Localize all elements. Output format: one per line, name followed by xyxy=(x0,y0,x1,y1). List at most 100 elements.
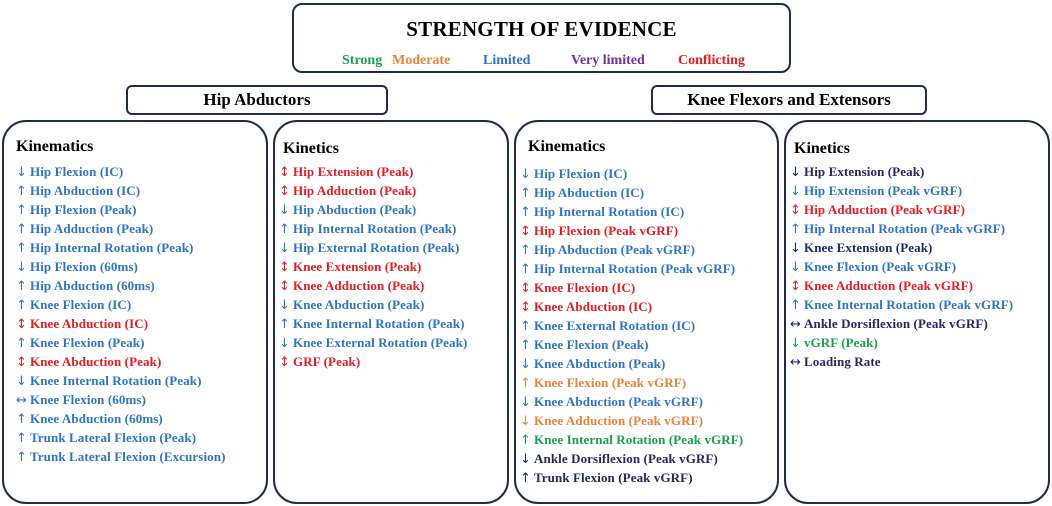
finding-item: ↓Hip Extension (Peak) xyxy=(790,162,1048,181)
finding-text: Knee Flexion (Peak vGRF) xyxy=(804,259,957,274)
finding-text: Knee Flexion (Peak) xyxy=(534,337,649,352)
direction-arrow: ↑ xyxy=(16,279,27,294)
knee-kinetics-panel: Kinetics ↓Hip Extension (Peak)↓Hip Exten… xyxy=(784,120,1050,504)
finding-item: ↑Hip Internal Rotation (Peak vGRF) xyxy=(790,219,1048,238)
finding-item: ↑Hip Abduction (Peak vGRF) xyxy=(520,240,777,259)
direction-arrow: ↔ xyxy=(790,317,801,332)
direction-arrow: ↕ xyxy=(520,300,531,315)
finding-text: Knee External Rotation (IC) xyxy=(534,318,696,333)
finding-item: ↓Hip Flexion (IC) xyxy=(16,162,266,181)
finding-item: ↑Hip Internal Rotation (IC) xyxy=(520,202,777,221)
direction-arrow: ↓ xyxy=(520,167,531,182)
finding-item: ↑Hip Internal Rotation (Peak) xyxy=(16,238,266,257)
direction-arrow: ↓ xyxy=(279,203,290,218)
finding-text: Hip Internal Rotation (Peak) xyxy=(293,221,457,236)
direction-arrow: ↕ xyxy=(279,355,290,370)
direction-arrow: ↑ xyxy=(520,243,531,258)
finding-list: ↓Hip Flexion (IC)↑Hip Abduction (IC)↑Hip… xyxy=(16,162,266,466)
finding-text: Knee Abduction (Peak) xyxy=(293,297,425,312)
direction-arrow: ↕ xyxy=(790,279,801,294)
finding-text: Ankle Dorsiflexion (Peak vGRF) xyxy=(534,451,718,466)
finding-item: ↑Knee Flexion (Peak) xyxy=(16,333,266,352)
finding-item: ↔Ankle Dorsiflexion (Peak vGRF) xyxy=(790,314,1048,333)
finding-text: Hip Flexion (60ms) xyxy=(30,259,138,274)
finding-item: ↓Hip External Rotation (Peak) xyxy=(279,238,507,257)
hip-kinematics-panel: Kinematics ↓Hip Flexion (IC)↑Hip Abducti… xyxy=(2,120,268,504)
finding-item: ↓Knee Abduction (Peak vGRF) xyxy=(520,392,777,411)
finding-text: Hip Abduction (IC) xyxy=(534,185,645,200)
direction-arrow: ↓ xyxy=(279,241,290,256)
finding-item: ↕Knee Extension (Peak) xyxy=(279,257,507,276)
finding-text: Trunk Lateral Flexion (Peak) xyxy=(30,430,197,445)
finding-item: ↕Hip Adduction (Peak) xyxy=(279,181,507,200)
legend-title: STRENGTH OF EVIDENCE xyxy=(406,17,677,41)
knee-kinematics-panel: Kinematics ↓Hip Flexion (IC)↑Hip Abducti… xyxy=(514,120,779,504)
finding-text: Knee Flexion (Peak) xyxy=(30,335,145,350)
finding-text: Hip Internal Rotation (IC) xyxy=(534,204,685,219)
panel-title: Kinematics xyxy=(16,138,94,155)
finding-item: ↓Ankle Dorsiflexion (Peak vGRF) xyxy=(520,449,777,468)
finding-text: GRF (Peak) xyxy=(293,354,361,369)
direction-arrow: ↓ xyxy=(16,260,27,275)
direction-arrow: ↔ xyxy=(16,393,27,408)
finding-text: Hip Flexion (IC) xyxy=(534,166,628,181)
finding-item: ↑Hip Internal Rotation (Peak vGRF) xyxy=(520,259,777,278)
finding-item: ↑Hip Flexion (Peak) xyxy=(16,200,266,219)
finding-text: Hip External Rotation (Peak) xyxy=(293,240,460,255)
finding-item: ↓Knee Internal Rotation (Peak) xyxy=(16,371,266,390)
finding-text: Knee Flexion (60ms) xyxy=(30,392,146,407)
finding-item: ↕Knee Flexion (IC) xyxy=(520,278,777,297)
direction-arrow: ↑ xyxy=(279,222,290,237)
direction-arrow: ↑ xyxy=(16,184,27,199)
direction-arrow: ↓ xyxy=(279,298,290,313)
finding-item: ↕Hip Extension (Peak) xyxy=(279,162,507,181)
finding-text: Hip Abduction (Peak vGRF) xyxy=(534,242,696,257)
direction-arrow: ↑ xyxy=(790,298,801,313)
finding-text: Hip Adduction (Peak) xyxy=(30,221,154,236)
finding-item: ↔Knee Flexion (60ms) xyxy=(16,390,266,409)
finding-item: ↓Knee Abduction (Peak) xyxy=(520,354,777,373)
finding-text: Knee Extension (Peak) xyxy=(293,259,422,274)
finding-item: ↕Knee Abduction (Peak) xyxy=(16,352,266,371)
finding-text: Hip Flexion (Peak vGRF) xyxy=(534,223,679,238)
direction-arrow: ↓ xyxy=(520,357,531,372)
hip-kinetics-panel: Kinetics ↕Hip Extension (Peak)↕Hip Adduc… xyxy=(273,120,509,504)
finding-text: Hip Internal Rotation (Peak vGRF) xyxy=(534,261,736,276)
direction-arrow: ↓ xyxy=(16,165,27,180)
finding-text: Hip Extension (Peak vGRF) xyxy=(804,183,963,198)
direction-arrow: ↑ xyxy=(16,336,27,351)
finding-item: ↕Hip Flexion (Peak vGRF) xyxy=(520,221,777,240)
direction-arrow: ↕ xyxy=(790,203,801,218)
finding-item: ↓Knee Adduction (Peak vGRF) xyxy=(520,411,777,430)
panel-title: Kinetics xyxy=(283,140,339,157)
legend-items: Strong Moderate Limited Very limited Con… xyxy=(294,53,789,73)
finding-text: Knee Internal Rotation (Peak vGRF) xyxy=(804,297,1014,312)
direction-arrow: ↑ xyxy=(520,376,531,391)
finding-text: Hip Internal Rotation (Peak vGRF) xyxy=(804,221,1006,236)
direction-arrow: ↕ xyxy=(279,260,290,275)
direction-arrow: ↕ xyxy=(520,224,531,239)
finding-list: ↕Hip Extension (Peak)↕Hip Adduction (Pea… xyxy=(279,162,507,371)
direction-arrow: ↕ xyxy=(520,281,531,296)
direction-arrow: ↔ xyxy=(790,355,801,370)
direction-arrow: ↓ xyxy=(790,184,801,199)
direction-arrow: ↓ xyxy=(790,260,801,275)
finding-text: Knee Abduction (IC) xyxy=(30,316,149,331)
direction-arrow: ↑ xyxy=(520,338,531,353)
direction-arrow: ↑ xyxy=(16,222,27,237)
finding-item: ↑Knee Internal Rotation (Peak) xyxy=(279,314,507,333)
finding-item: ↕Knee Abduction (IC) xyxy=(16,314,266,333)
direction-arrow: ↓ xyxy=(520,452,531,467)
finding-item: ↓Hip Flexion (IC) xyxy=(520,164,777,183)
finding-text: Hip Extension (Peak) xyxy=(804,164,925,179)
panel-title: Kinematics xyxy=(528,138,606,155)
direction-arrow: ↑ xyxy=(16,241,27,256)
direction-arrow: ↑ xyxy=(16,431,27,446)
direction-arrow: ↓ xyxy=(790,336,801,351)
finding-item: ↑Knee External Rotation (IC) xyxy=(520,316,777,335)
panel-title: Kinetics xyxy=(794,140,850,157)
finding-item: ↓Hip Flexion (60ms) xyxy=(16,257,266,276)
hip-abductors-header: Hip Abductors xyxy=(126,85,388,115)
finding-item: ↑Hip Internal Rotation (Peak) xyxy=(279,219,507,238)
direction-arrow: ↕ xyxy=(16,317,27,332)
